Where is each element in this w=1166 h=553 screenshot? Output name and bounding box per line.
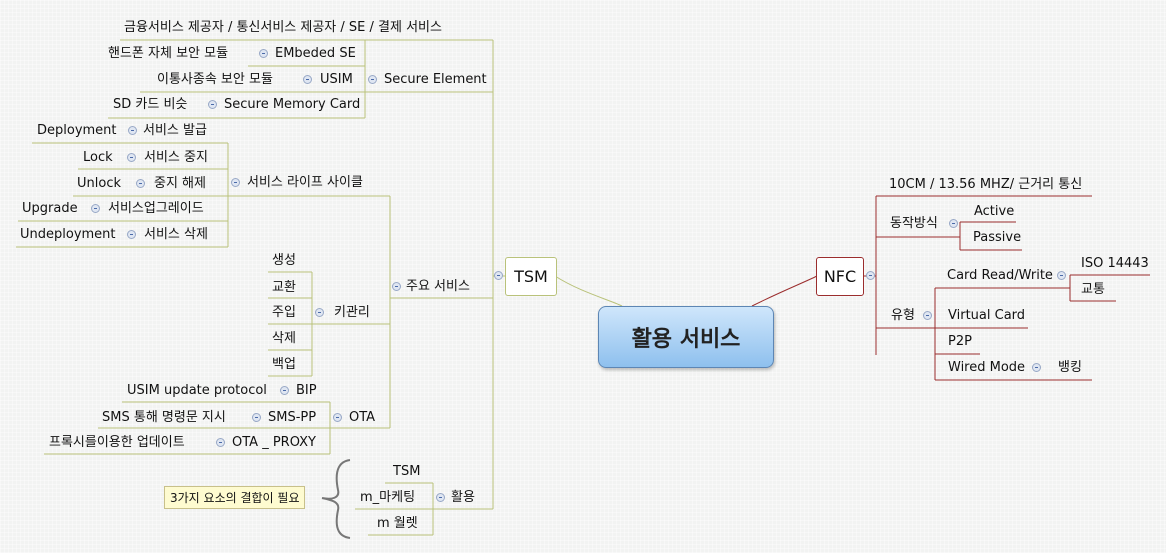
secure-element-label[interactable]: Secure Element [384, 72, 487, 87]
tsm-node[interactable]: TSM [505, 257, 557, 296]
lifecycle-item-label[interactable]: 서비스 중지 [144, 150, 208, 165]
types-collapse-icon[interactable] [923, 311, 932, 320]
central-topic[interactable]: 활용 서비스 [598, 306, 774, 368]
key-mgmt-item[interactable]: 삭제 [272, 331, 296, 346]
main-services-label[interactable]: 주요 서비스 [406, 279, 470, 294]
key-mgmt-item[interactable]: 주입 [272, 305, 296, 320]
smc-collapse-icon[interactable] [208, 100, 217, 109]
usage-item[interactable]: TSM [393, 464, 421, 479]
usim-desc[interactable]: 이통사종속 보안 모듈 [157, 72, 273, 87]
ota-proxy-collapse-icon[interactable] [216, 438, 225, 447]
lifecycle-item-collapse-icon[interactable] [136, 179, 145, 188]
operation-item[interactable]: Active [974, 204, 1015, 219]
card-rw-item[interactable]: 교통 [1081, 282, 1105, 297]
provider-note[interactable]: 금융서비스 제공자 / 통신서비스 제공자 / SE / 결제 서비스 [124, 20, 442, 35]
smc-label[interactable]: Secure Memory Card [224, 97, 361, 112]
ota-collapse-icon[interactable] [333, 413, 342, 422]
lifecycle-item-en[interactable]: Deployment [37, 123, 117, 138]
card-rw-collapse-icon[interactable] [1057, 271, 1066, 280]
usim-label[interactable]: USIM [320, 72, 353, 87]
wired-mode-label[interactable]: Wired Mode [948, 360, 1026, 375]
nfc-spec[interactable]: 10CM / 13.56 MHZ/ 근거리 통신 [889, 177, 1083, 192]
smspp-desc[interactable]: SMS 통해 명령문 지시 [102, 410, 226, 425]
card-rw-item[interactable]: ISO 14443 [1081, 256, 1149, 271]
usage-collapse-icon[interactable] [436, 493, 445, 502]
tsm-collapse-icon[interactable] [494, 271, 503, 280]
bip-desc[interactable]: USIM update protocol [127, 383, 267, 398]
types-label[interactable]: 유형 [891, 308, 915, 323]
lifecycle-collapse-icon[interactable] [231, 178, 240, 187]
lifecycle-item-label[interactable]: 서비스 발급 [143, 123, 207, 138]
operation-label[interactable]: 동작방식 [890, 216, 938, 231]
key-mgmt-label[interactable]: 키관리 [334, 305, 370, 320]
lifecycle-item-label[interactable]: 서비스 삭제 [144, 227, 208, 242]
lifecycle-label[interactable]: 서비스 라이프 사이클 [247, 175, 363, 190]
p2p-label[interactable]: P2P [948, 334, 972, 349]
lifecycle-item-collapse-icon[interactable] [127, 230, 136, 239]
ota-label[interactable]: OTA [349, 410, 376, 425]
bip-label[interactable]: BIP [296, 383, 317, 398]
operation-collapse-icon[interactable] [949, 219, 958, 228]
key-mgmt-item[interactable]: 생성 [272, 253, 296, 268]
ota-proxy-desc[interactable]: 프록시를이용한 업데이트 [49, 435, 185, 450]
nfc-collapse-icon[interactable] [866, 271, 875, 280]
smspp-collapse-icon[interactable] [252, 413, 261, 422]
key-mgmt-collapse-icon[interactable] [315, 308, 324, 317]
lifecycle-item-collapse-icon[interactable] [91, 204, 100, 213]
lifecycle-item-en[interactable]: Upgrade [22, 201, 78, 216]
wired-mode-child[interactable]: 뱅킹 [1058, 360, 1082, 375]
usage-note[interactable]: 3가지 요소의 결합이 필요 [164, 486, 306, 509]
smc-desc[interactable]: SD 카드 비슷 [113, 97, 188, 112]
card-rw-label[interactable]: Card Read/Write [947, 268, 1053, 283]
usage-item[interactable]: m 월렛 [377, 516, 418, 531]
lifecycle-item-en[interactable]: Undeployment [20, 227, 116, 242]
lifecycle-item-en[interactable]: Unlock [77, 176, 121, 191]
lifecycle-item-label[interactable]: 서비스업그레이드 [108, 201, 204, 216]
lifecycle-item-collapse-icon[interactable] [128, 126, 137, 135]
bip-collapse-icon[interactable] [280, 386, 289, 395]
lifecycle-item-en[interactable]: Lock [83, 150, 113, 165]
usage-label[interactable]: 활용 [451, 490, 475, 505]
embedded-se-collapse-icon[interactable] [259, 49, 268, 58]
virtual-card-label[interactable]: Virtual Card [948, 308, 1026, 323]
operation-item[interactable]: Passive [973, 230, 1022, 245]
usage-item[interactable]: m_마케팅 [360, 490, 416, 505]
lifecycle-item-label[interactable]: 중지 해제 [154, 176, 206, 191]
nfc-node[interactable]: NFC [816, 257, 864, 296]
main-services-collapse-icon[interactable] [392, 282, 401, 291]
secure-element-collapse-icon[interactable] [368, 75, 377, 84]
ota-proxy-label[interactable]: OTA _ PROXY [232, 435, 316, 450]
key-mgmt-item[interactable]: 백업 [272, 357, 296, 372]
embedded-se-label[interactable]: EMbeded SE [275, 46, 356, 61]
smspp-label[interactable]: SMS-PP [268, 410, 317, 425]
key-mgmt-item[interactable]: 교환 [272, 280, 296, 295]
wired-mode-collapse-icon[interactable] [1032, 363, 1041, 372]
lifecycle-item-collapse-icon[interactable] [127, 153, 136, 162]
embedded-se-desc[interactable]: 핸드폰 자체 보안 모듈 [108, 46, 229, 61]
usim-collapse-icon[interactable] [303, 75, 312, 84]
